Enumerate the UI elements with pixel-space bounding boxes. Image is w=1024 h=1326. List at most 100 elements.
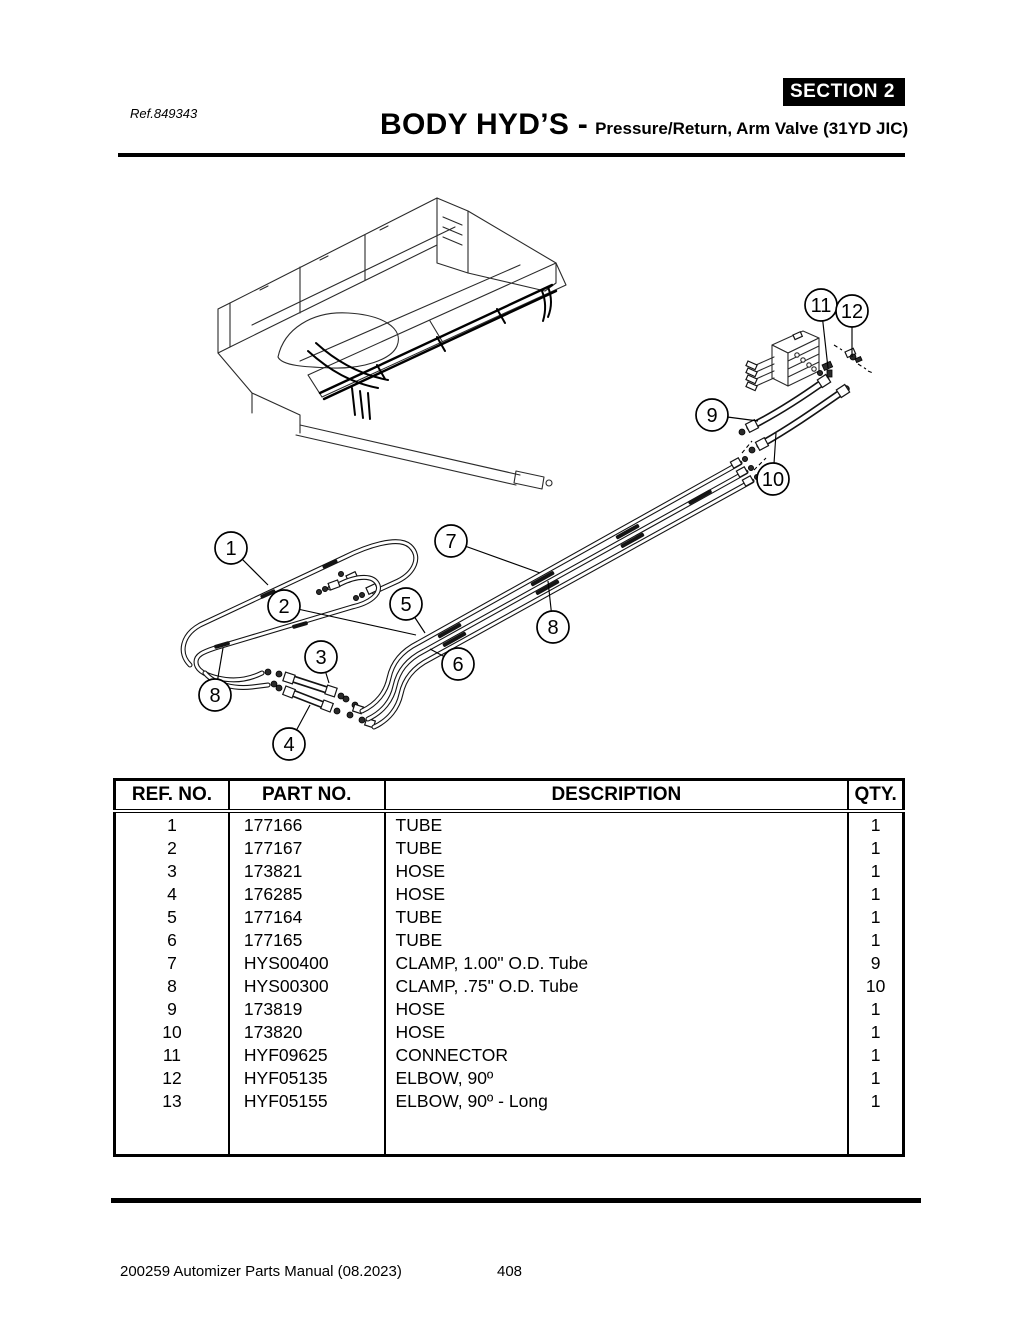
hose-3-illustration <box>275 670 345 700</box>
cell-part: 177164 <box>227 905 385 928</box>
tube-clamp <box>615 524 645 548</box>
cell-description: TUBE <box>383 836 849 859</box>
table-row: 8 HYS00300 CLAMP, .75" O.D. Tube 10 <box>115 974 904 997</box>
svg-text:4: 4 <box>283 734 294 756</box>
svg-text:7: 7 <box>445 531 456 553</box>
cell-qty: 1 <box>847 836 904 859</box>
table-row: 13 HYF05155 ELBOW, 90º - Long 1 <box>115 1089 904 1112</box>
footer-manual-info: 200259 Automizer Parts Manual (08.2023) <box>120 1263 402 1280</box>
cell-part: 177166 <box>227 811 385 836</box>
cell-description: CONNECTOR <box>383 1043 849 1066</box>
table-row: 4 176285 HOSE 1 <box>115 882 904 905</box>
svg-text:8: 8 <box>547 617 558 639</box>
cell-qty: 1 <box>847 859 904 882</box>
cell-part: 176285 <box>227 882 385 905</box>
cell-qty: 1 <box>847 928 904 951</box>
svg-text:8: 8 <box>209 685 220 707</box>
callout-9: 9 <box>695 398 759 432</box>
cell-description: HOSE <box>383 859 849 882</box>
cell-part: HYF05155 <box>227 1089 385 1112</box>
table-row: 7 HYS00400 CLAMP, 1.00" O.D. Tube 9 <box>115 951 904 974</box>
table-filler-row <box>115 1112 904 1156</box>
exploded-parts-diagram: 1 2 3 4 5 6 7 8 8 9 10 11 <box>0 197 874 761</box>
svg-text:9: 9 <box>706 405 717 427</box>
cell-description: CLAMP, .75" O.D. Tube <box>383 974 849 997</box>
table-row: 11 HYF09625 CONNECTOR 1 <box>115 1043 904 1066</box>
cell-description: HOSE <box>383 882 849 905</box>
callout-1: 1 <box>214 531 269 586</box>
title-subtitle: Pressure/Return, Arm Valve (31YD JIC) <box>595 119 909 138</box>
svg-text:11: 11 <box>811 295 832 317</box>
cell-part: 177167 <box>227 836 385 859</box>
section-label: SECTION <box>790 81 878 102</box>
hose-4-illustration <box>275 684 341 715</box>
cell-qty: 1 <box>847 997 904 1020</box>
cell-qty: 1 <box>847 905 904 928</box>
cell-qty: 1 <box>847 1043 904 1066</box>
svg-text:5: 5 <box>400 594 411 616</box>
cell-part: HYS00300 <box>227 974 385 997</box>
connector-11-fitting <box>817 360 834 378</box>
table-row: 2 177167 TUBE 1 <box>115 836 904 859</box>
cell-part: 173819 <box>227 997 385 1020</box>
cell-description: TUBE <box>383 811 849 836</box>
footer-rule <box>111 1198 921 1203</box>
footer-page-number: 408 <box>497 1263 523 1280</box>
cell-ref: 6 <box>167 929 177 950</box>
cell-ref: 1 <box>167 814 177 835</box>
cell-description: ELBOW, 90º <box>383 1066 849 1089</box>
cell-ref: 2 <box>167 837 177 858</box>
header-description: DESCRIPTION <box>383 779 849 813</box>
callout-12: 12 <box>835 294 869 357</box>
cell-description: ELBOW, 90º - Long <box>383 1089 849 1112</box>
header-qty: QTY. <box>847 779 904 813</box>
parts-table: REF. NO. PART NO. DESCRIPTION QTY. 1 177… <box>113 778 905 1157</box>
cell-qty: 1 <box>847 1089 904 1112</box>
cell-part: HYS00400 <box>227 951 385 974</box>
cell-description: CLAMP, 1.00" O.D. Tube <box>383 951 849 974</box>
long-tube-run-illustration <box>362 440 767 727</box>
cell-ref: 4 <box>167 883 177 904</box>
callout-2: 2 <box>267 589 417 636</box>
table-row: 12 HYF05135 ELBOW, 90º 1 <box>115 1066 904 1089</box>
cell-part: 173820 <box>227 1020 385 1043</box>
truck-body-illustration <box>217 197 567 490</box>
cell-ref: 7 <box>167 952 177 973</box>
hose-10-illustration <box>748 383 851 454</box>
svg-text:10: 10 <box>762 469 784 491</box>
svg-text:6: 6 <box>452 654 463 676</box>
callout-5: 5 <box>389 587 426 634</box>
cell-description: TUBE <box>383 928 849 951</box>
svg-text:1: 1 <box>225 538 236 560</box>
elbow-12-fitting <box>833 344 874 374</box>
callout-7: 7 <box>434 524 541 574</box>
table-row: 1 177166 TUBE 1 <box>115 811 904 836</box>
header-part-no: PART NO. <box>227 779 385 813</box>
cell-ref: 5 <box>167 906 177 927</box>
cell-part: 177165 <box>227 928 385 951</box>
cell-part: HYF09625 <box>227 1043 385 1066</box>
cell-qty: 1 <box>847 811 904 836</box>
section-badge: SECTION 2 <box>783 78 905 106</box>
tube-clamp <box>437 623 467 647</box>
page-title: BODY HYD’S - Pressure/Return, Arm Valve … <box>380 108 920 142</box>
cell-qty: 1 <box>847 1066 904 1089</box>
cell-description: TUBE <box>383 905 849 928</box>
cell-ref: 11 <box>162 1044 182 1065</box>
cell-ref: 12 <box>162 1067 182 1088</box>
table-row: 5 177164 TUBE 1 <box>115 905 904 928</box>
callout-8-mid: 8 <box>536 580 570 644</box>
section-number: 2 <box>883 81 895 102</box>
cell-ref: 3 <box>167 860 177 881</box>
title-main: BODY HYD’S - <box>380 108 589 141</box>
cell-part: 173821 <box>227 859 385 882</box>
table-row: 9 173819 HOSE 1 <box>115 997 904 1020</box>
svg-text:2: 2 <box>278 596 289 618</box>
callout-6: 6 <box>429 647 475 681</box>
header-rule <box>118 153 905 157</box>
table-header-row: REF. NO. PART NO. DESCRIPTION QTY. <box>114 779 904 813</box>
cell-qty: 9 <box>847 951 904 974</box>
cell-part: HYF05135 <box>227 1066 385 1089</box>
cell-ref: 8 <box>167 975 177 996</box>
